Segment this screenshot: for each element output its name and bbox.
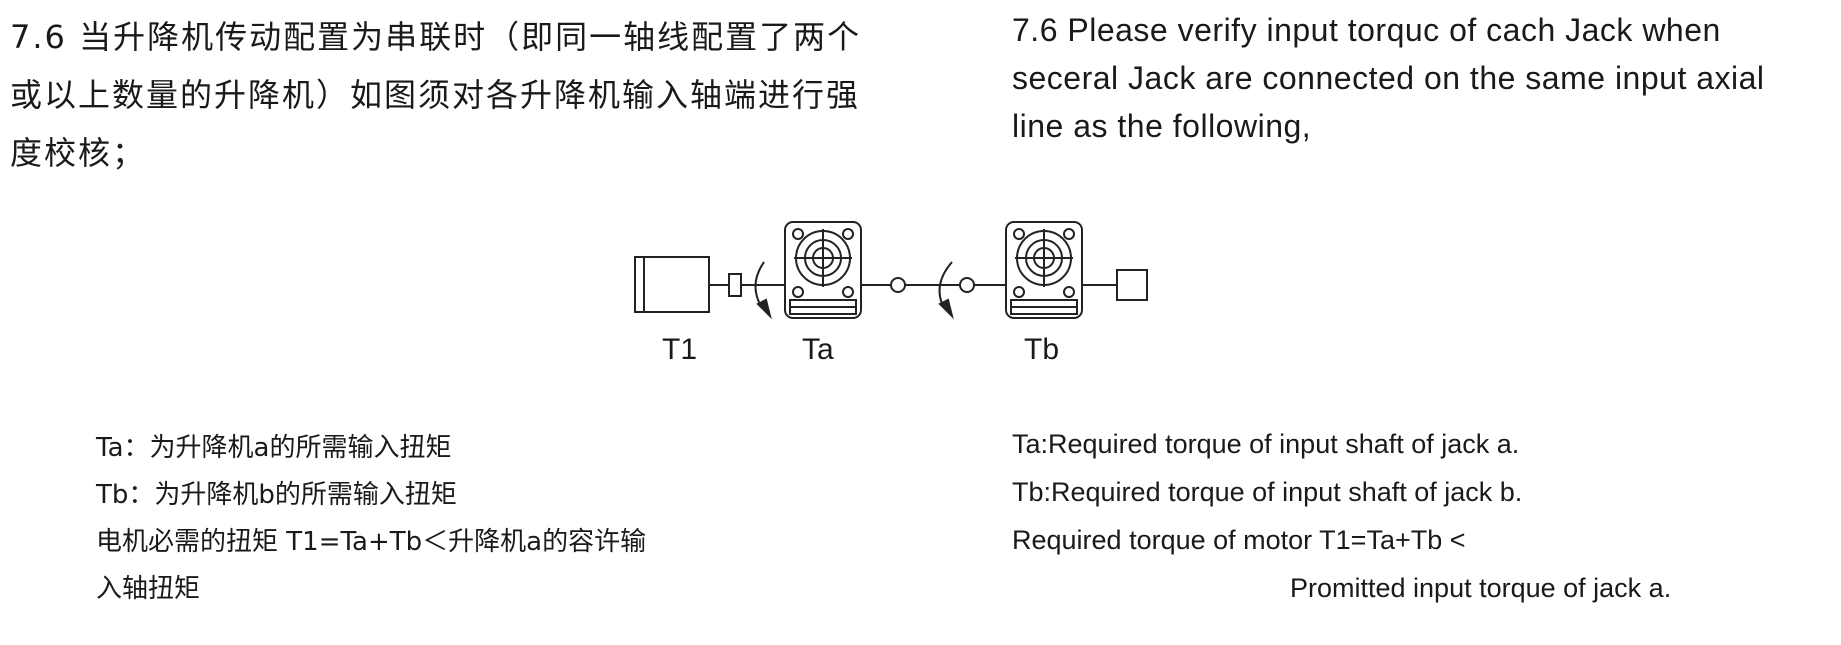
zh-heading-line-1: 7.6 当升降机传动配置为串联时（即同一轴线配置了两个 xyxy=(10,18,862,56)
en-definition-ta: Ta:Required torque of input shaft of jac… xyxy=(1012,429,1520,459)
zh-definition-ta: Ta：为升降机a的所需输入扭矩 xyxy=(96,433,452,463)
zh-definitions: Ta：为升降机a的所需输入扭矩 Tb：为升降机b的所需输入扭矩 电机必需的扭矩 … xyxy=(96,425,856,613)
rotation-arrow-1-icon xyxy=(754,261,772,320)
label-t1: T1 xyxy=(662,333,698,366)
coupling-icon xyxy=(728,273,742,297)
rotation-arrow-2-icon xyxy=(938,261,954,320)
shaft-joint-2-icon xyxy=(959,277,975,293)
en-heading-line-1: 7.6 Please verify input torquc of cach J… xyxy=(1012,12,1721,48)
en-section-heading: 7.6 Please verify input torquc of cach J… xyxy=(1012,6,1841,150)
en-definition-t1: Required torque of motor T1=Ta+Tb < xyxy=(1012,525,1466,555)
en-heading-line-2: seceral Jack are connected on the same i… xyxy=(1012,60,1765,96)
shaft-joint-1-icon xyxy=(890,277,906,293)
zh-heading-line-3: 度校核； xyxy=(10,134,147,172)
zh-heading-line-2: 或以上数量的升降机）如图须对各升降机输入轴端进行强 xyxy=(10,76,861,114)
motor-t1-icon xyxy=(634,256,710,313)
label-tb: Tb xyxy=(1024,333,1060,366)
end-block-icon xyxy=(1116,269,1148,301)
jack-a-icon xyxy=(784,221,862,319)
zh-definition-t1: 电机必需的扭矩 T1=Ta+Tb＜升降机a的容许输 xyxy=(96,527,647,557)
en-definition-tb: Tb:Required torque of input shaft of jac… xyxy=(1012,477,1523,507)
zh-definition-t1-cont: 入轴扭矩 xyxy=(96,574,201,604)
jack-b-icon xyxy=(1005,221,1083,319)
label-ta: Ta xyxy=(802,333,834,366)
zh-section-heading: 7.6 当升降机传动配置为串联时（即同一轴线配置了两个 或以上数量的升降机）如图… xyxy=(10,8,910,182)
en-definitions: Ta:Required torque of input shaft of jac… xyxy=(1012,420,1841,612)
en-heading-line-3: line as the following, xyxy=(1012,108,1312,144)
en-definition-t1-cont: Promitted input torque of jack a. xyxy=(1290,573,1672,603)
zh-definition-tb: Tb：为升降机b的所需输入扭矩 xyxy=(96,480,457,510)
